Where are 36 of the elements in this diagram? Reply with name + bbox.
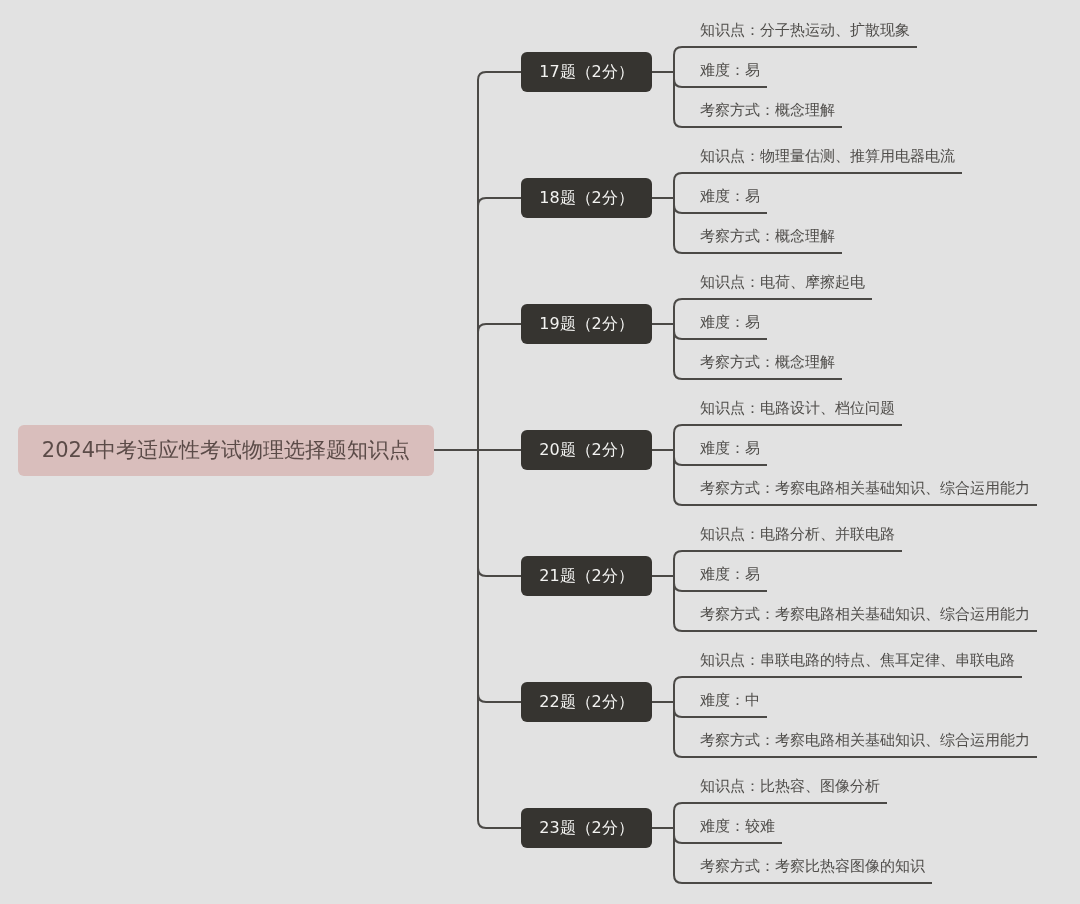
topic-box: 21题（2分）	[521, 556, 652, 596]
subtopic-label: 知识点：分子热运动、扩散现象	[684, 20, 917, 48]
subtopic-label: 难度：易	[684, 438, 767, 466]
connector-line	[651, 197, 685, 254]
subtopic-label: 难度：易	[684, 60, 767, 88]
subtopic-label: 考察方式：概念理解	[684, 100, 842, 128]
connector-line	[651, 827, 685, 884]
central-topic: 2024中考适应性考试物理选择题知识点	[18, 424, 434, 476]
subtopic-label: 考察方式：考察电路相关基础知识、综合运用能力	[684, 478, 1037, 506]
topic-box: 23题（2分）	[521, 808, 652, 848]
subtopic-label: 难度：易	[684, 186, 767, 214]
topic-box: 18题（2分）	[521, 178, 652, 218]
connector-line	[651, 323, 685, 380]
subtopic-label: 难度：易	[684, 312, 767, 340]
topic-box: 22题（2分）	[521, 682, 652, 722]
subtopic-label: 考察方式：考察电路相关基础知识、综合运用能力	[684, 604, 1037, 632]
connector-line	[651, 701, 685, 758]
topic-box: 20题（2分）	[521, 430, 652, 470]
subtopic-label: 考察方式：概念理解	[684, 352, 842, 380]
subtopic-label: 知识点：比热容、图像分析	[684, 776, 887, 804]
subtopic-label: 难度：较难	[684, 816, 782, 844]
subtopic-label: 知识点：串联电路的特点、焦耳定律、串联电路	[684, 650, 1022, 678]
subtopic-label: 知识点：电荷、摩擦起电	[684, 272, 872, 300]
connector-line	[651, 71, 685, 128]
connector-line	[651, 575, 685, 632]
subtopic-label: 考察方式：考察电路相关基础知识、综合运用能力	[684, 730, 1037, 758]
subtopic-label: 考察方式：考察比热容图像的知识	[684, 856, 932, 884]
subtopic-label: 知识点：电路分析、并联电路	[684, 524, 902, 552]
topic-box: 19题（2分）	[521, 304, 652, 344]
subtopic-label: 知识点：电路设计、档位问题	[684, 398, 902, 426]
subtopic-label: 难度：中	[684, 690, 767, 718]
subtopic-label: 知识点：物理量估测、推算用电器电流	[684, 146, 962, 174]
connector-line	[651, 449, 685, 506]
topic-box: 17题（2分）	[521, 52, 652, 92]
subtopic-label: 难度：易	[684, 564, 767, 592]
subtopic-label: 考察方式：概念理解	[684, 226, 842, 254]
